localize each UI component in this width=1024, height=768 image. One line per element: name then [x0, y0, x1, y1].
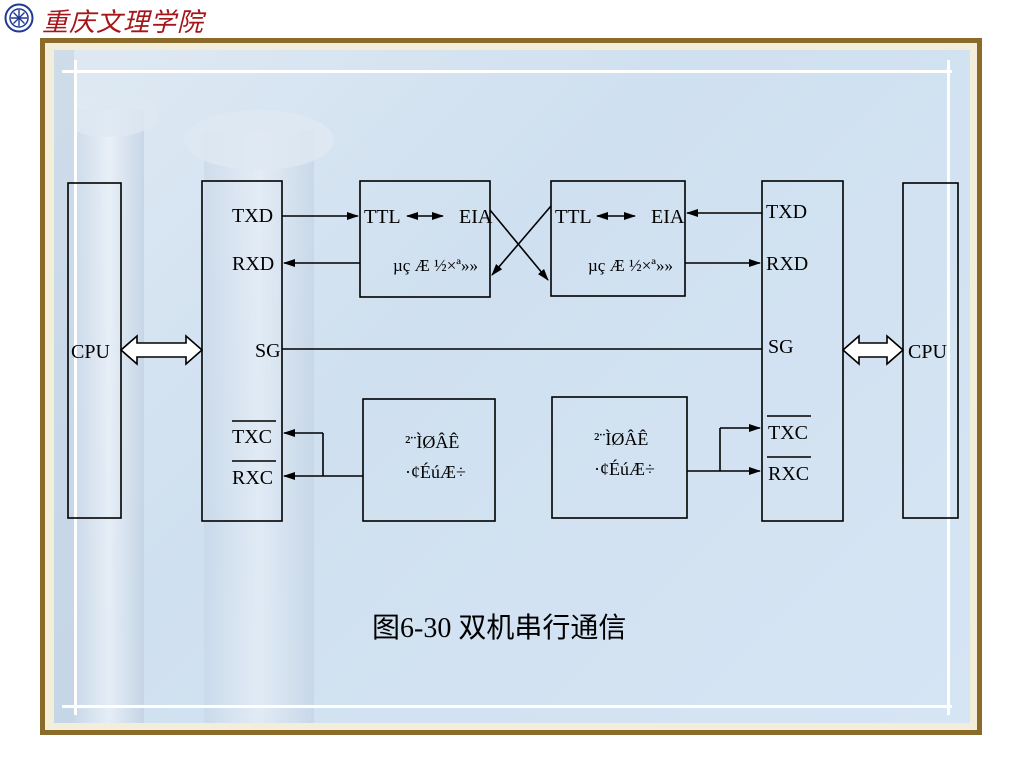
left-baud-line1: ²¨ÌØÂÊ	[405, 431, 459, 452]
right-sg-label: SG	[768, 336, 794, 358]
slide-panel	[54, 50, 970, 723]
left-converter-box	[359, 180, 491, 298]
right-converter-box	[550, 180, 686, 297]
left-cpu-label: CPU	[71, 341, 110, 363]
left-rxc-label: RXC	[232, 467, 273, 489]
right-bus-arrow-icon	[841, 334, 905, 366]
left-txc-label: TXC	[232, 426, 272, 448]
left-converter-label: µç Æ ½×ª»»	[393, 256, 478, 275]
column-decoration	[54, 50, 334, 723]
left-txd-label: TXD	[232, 205, 273, 227]
header-logo: 重庆文理学院	[0, 0, 400, 40]
left-converter-eia: EIA	[459, 206, 493, 228]
right-txc-label: TXC	[768, 422, 808, 444]
right-converter-ttl: TTL	[555, 206, 592, 228]
right-rxc-label: RXC	[768, 463, 809, 485]
figure-caption: 图6-30 双机串行通信	[372, 612, 626, 644]
right-txd-label: TXD	[766, 201, 807, 223]
right-baud-box	[551, 396, 688, 519]
right-rxd-label: RXD	[766, 253, 808, 275]
left-sg-label: SG	[255, 340, 281, 362]
left-baud-box	[362, 398, 496, 522]
right-converter-eia: EIA	[651, 206, 685, 228]
right-cpu-label: CPU	[908, 341, 947, 363]
right-baud-line2: ·¢ÉúÆ÷	[594, 458, 655, 479]
left-rxd-label: RXD	[232, 253, 274, 275]
cross-line-1	[489, 209, 549, 281]
slide-frame	[40, 38, 982, 735]
logo-text: 重庆文理学院	[42, 8, 205, 38]
university-emblem-icon	[4, 3, 34, 33]
left-baud-line2: ·¢ÉúÆ÷	[405, 461, 466, 482]
right-baud-line1: ²¨ÌØÂÊ	[594, 428, 648, 449]
right-converter-label: µç Æ ½×ª»»	[588, 256, 673, 275]
cross-line-2	[491, 205, 552, 276]
left-bus-arrow-icon	[119, 334, 204, 366]
left-converter-ttl: TTL	[364, 206, 401, 228]
